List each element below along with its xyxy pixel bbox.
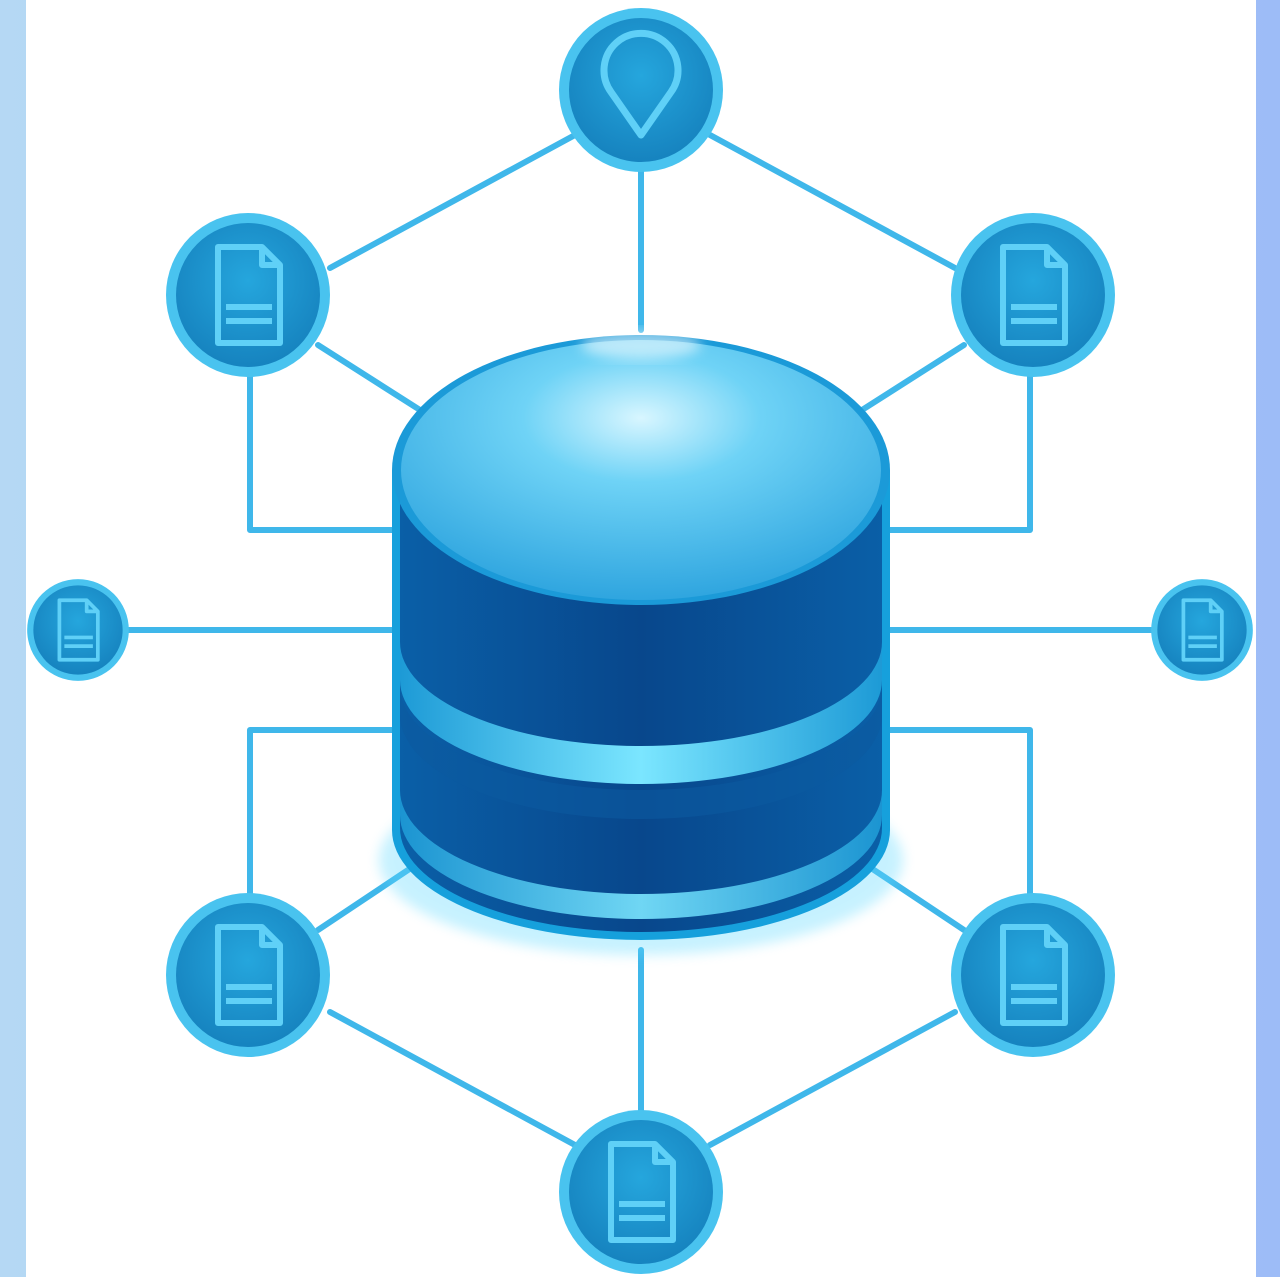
connector-line (315, 342, 423, 413)
document-icon (1000, 924, 1068, 1026)
connector-line (707, 132, 958, 271)
document-icon (215, 924, 283, 1026)
node-upper-right (951, 213, 1115, 377)
connector-line (327, 1009, 578, 1148)
document-icon (215, 244, 283, 346)
location-pin-icon (600, 29, 682, 139)
document-icon (1181, 598, 1224, 662)
node-mid-left (27, 579, 129, 681)
node-lower-right (951, 893, 1115, 1057)
connector-line (327, 132, 578, 271)
database-icon (379, 331, 903, 955)
node-top (559, 8, 723, 172)
connector-line (885, 727, 1033, 901)
connector-line (247, 727, 395, 901)
document-icon (57, 598, 100, 662)
node-bottom (559, 1110, 723, 1274)
document-icon (608, 1141, 676, 1243)
connector-line (859, 342, 967, 413)
node-lower-left (166, 893, 330, 1057)
node-upper-left (166, 213, 330, 377)
connector-line (247, 369, 398, 533)
node-mid-right (1151, 579, 1253, 681)
connector-line (707, 1009, 958, 1148)
connector-line (884, 369, 1033, 533)
document-icon (1000, 244, 1068, 346)
connector-lines (123, 132, 1157, 1148)
